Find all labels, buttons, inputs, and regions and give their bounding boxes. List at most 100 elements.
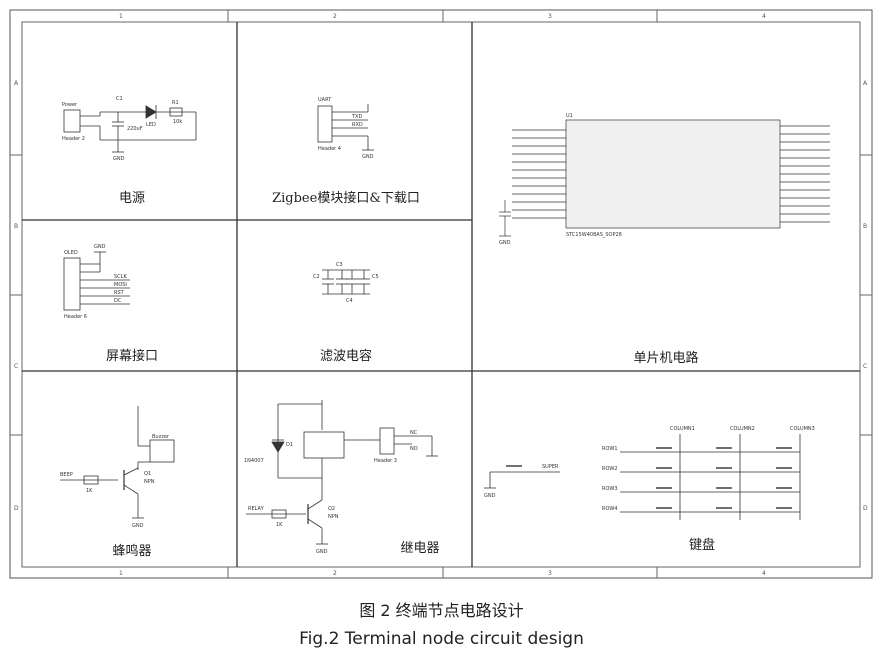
relay-part-q2: Q2 bbox=[328, 506, 335, 512]
buzzer-resistor bbox=[83, 475, 99, 485]
diode-d1-icon bbox=[271, 441, 285, 453]
relay-part-npn: NPN bbox=[328, 514, 339, 520]
col-2-top: 2 bbox=[333, 13, 337, 20]
schematic-drawing: 1 2 3 4 1 2 3 4 A B C D A B C D Power He… bbox=[9, 9, 873, 579]
filter-part-c3: C3 bbox=[336, 262, 343, 268]
keyboard-part-row1: ROW1 bbox=[602, 446, 618, 452]
schematic-sheet: 1 2 3 4 1 2 3 4 A B C D A B C D Power He… bbox=[9, 9, 873, 579]
relay-coil-component bbox=[303, 431, 345, 459]
oled-header-connector bbox=[63, 257, 81, 311]
mcu-panel bbox=[499, 119, 830, 237]
relay-part-1k: 1K bbox=[276, 522, 283, 528]
relay-part-header: Header 3 bbox=[374, 458, 397, 464]
screen-part-sclk: SCLK bbox=[114, 274, 127, 280]
power-header-connector bbox=[63, 109, 81, 133]
figure-caption-en: Fig.2 Terminal node circuit design bbox=[299, 629, 584, 649]
relay-part-diode: 1N4007 bbox=[244, 458, 264, 464]
led-diode-icon bbox=[145, 105, 157, 119]
zigbee-part-gnd: GND bbox=[362, 154, 374, 160]
buzzer-part-npn: NPN bbox=[144, 479, 155, 485]
keyboard-part-row3: ROW3 bbox=[602, 486, 618, 492]
power-part-r1: R1 bbox=[172, 100, 179, 106]
relay-part-no: NO bbox=[410, 446, 418, 452]
relay-part-gnd: GND bbox=[316, 549, 328, 555]
buzzer-component-icon bbox=[149, 439, 175, 463]
power-part-name: Power bbox=[62, 102, 78, 108]
power-part-led: LED bbox=[146, 122, 156, 128]
keyboard-part-gnd: GND bbox=[484, 493, 496, 499]
filter-panel bbox=[322, 269, 370, 295]
row-a-left: A bbox=[14, 80, 19, 87]
zigbee-title: Zigbee模块接口&下载口 bbox=[272, 190, 420, 206]
filter-part-c2: C2 bbox=[313, 274, 320, 280]
keyboard-part-column3: COLUMN3 bbox=[790, 426, 815, 432]
relay-header-connector bbox=[379, 427, 395, 455]
resistor-r1 bbox=[169, 107, 183, 117]
keyboard-part-row4: ROW4 bbox=[602, 506, 618, 512]
buzzer-part-gnd: GND bbox=[132, 523, 144, 529]
buzzer-part-q1: Q1 bbox=[144, 471, 151, 477]
row-b-right: B bbox=[863, 223, 867, 230]
zigbee-part-rxd: RXD bbox=[352, 122, 363, 128]
filter-part-c4: C4 bbox=[346, 298, 353, 304]
keyboard-part-super: SUPER bbox=[542, 464, 559, 470]
row-d-left: D bbox=[14, 505, 19, 512]
buzzer-part-beep: BEEP bbox=[60, 472, 73, 478]
buzzer-panel bbox=[60, 406, 175, 519]
power-title: 电源 bbox=[119, 191, 145, 206]
col-1-bottom: 1 bbox=[119, 570, 123, 577]
row-b-left: B bbox=[14, 223, 18, 230]
power-part-c1: C1 bbox=[116, 96, 123, 102]
col-4-bottom: 4 bbox=[762, 570, 766, 577]
power-part-gnd: GND bbox=[113, 156, 125, 162]
keyboard-title: 键盘 bbox=[689, 537, 715, 553]
screen-panel bbox=[63, 251, 130, 311]
filter-title: 滤波电容 bbox=[320, 348, 372, 364]
inner-frame bbox=[21, 21, 861, 568]
screen-part-header: Header 6 bbox=[64, 314, 87, 320]
power-part-cap: 220uF bbox=[127, 126, 143, 132]
power-panel bbox=[63, 105, 197, 153]
screen-part-rst: RST bbox=[114, 290, 125, 296]
filter-part-c5: C5 bbox=[372, 274, 379, 280]
mcu-part-chip: STC15W408AS_SOP28 bbox=[566, 232, 622, 238]
col-3-top: 3 bbox=[548, 13, 552, 20]
relay-part-d1: D1 bbox=[286, 442, 293, 448]
zigbee-part-uart: UART bbox=[318, 97, 332, 103]
row-c-right: C bbox=[863, 363, 867, 370]
col-3-bottom: 3 bbox=[548, 570, 552, 577]
mcu-part-u1: U1 bbox=[566, 113, 573, 119]
keyboard-part-column1: COLUMN1 bbox=[670, 426, 695, 432]
col-1-top: 1 bbox=[119, 13, 123, 20]
buzzer-title: 蜂鸣器 bbox=[112, 543, 151, 559]
keyboard-panel bbox=[484, 434, 801, 520]
relay-part-nc: NC bbox=[410, 430, 418, 436]
row-d-right: D bbox=[863, 505, 868, 512]
col-4-top: 4 bbox=[762, 13, 766, 20]
screen-title: 屏幕接口 bbox=[106, 348, 158, 364]
keyboard-part-column2: COLUMN2 bbox=[730, 426, 755, 432]
buzzer-part-name: Buzzer bbox=[152, 434, 170, 440]
outer-frame bbox=[9, 9, 873, 579]
uart-header-connector bbox=[317, 105, 333, 143]
col-2-bottom: 2 bbox=[333, 570, 337, 577]
buzzer-part-1k: 1K bbox=[86, 488, 93, 494]
screen-part-mosi: MOSI bbox=[114, 282, 127, 288]
mcu-part-gnd: GND bbox=[499, 240, 511, 246]
mcu-title: 单片机电路 bbox=[633, 350, 698, 366]
screen-part-gnd: GND bbox=[94, 244, 106, 250]
screen-part-oled: OLED bbox=[64, 250, 78, 256]
keyboard-part-row2: ROW2 bbox=[602, 466, 618, 472]
row-a-right: A bbox=[863, 80, 868, 87]
power-part-header: Header 2 bbox=[62, 136, 85, 142]
screen-part-dc: DC bbox=[114, 298, 122, 304]
relay-part-relay: RELAY bbox=[248, 506, 265, 512]
power-part-10k: 10k bbox=[173, 119, 182, 125]
row-c-left: C bbox=[14, 363, 18, 370]
mcu-chip bbox=[565, 119, 781, 229]
figure-caption-zh: 图 2 终端节点电路设计 bbox=[359, 601, 524, 620]
relay-panel bbox=[246, 400, 438, 545]
zigbee-panel bbox=[317, 104, 374, 151]
relay-title: 继电器 bbox=[400, 541, 439, 556]
zigbee-part-txd: TXD bbox=[351, 114, 362, 120]
